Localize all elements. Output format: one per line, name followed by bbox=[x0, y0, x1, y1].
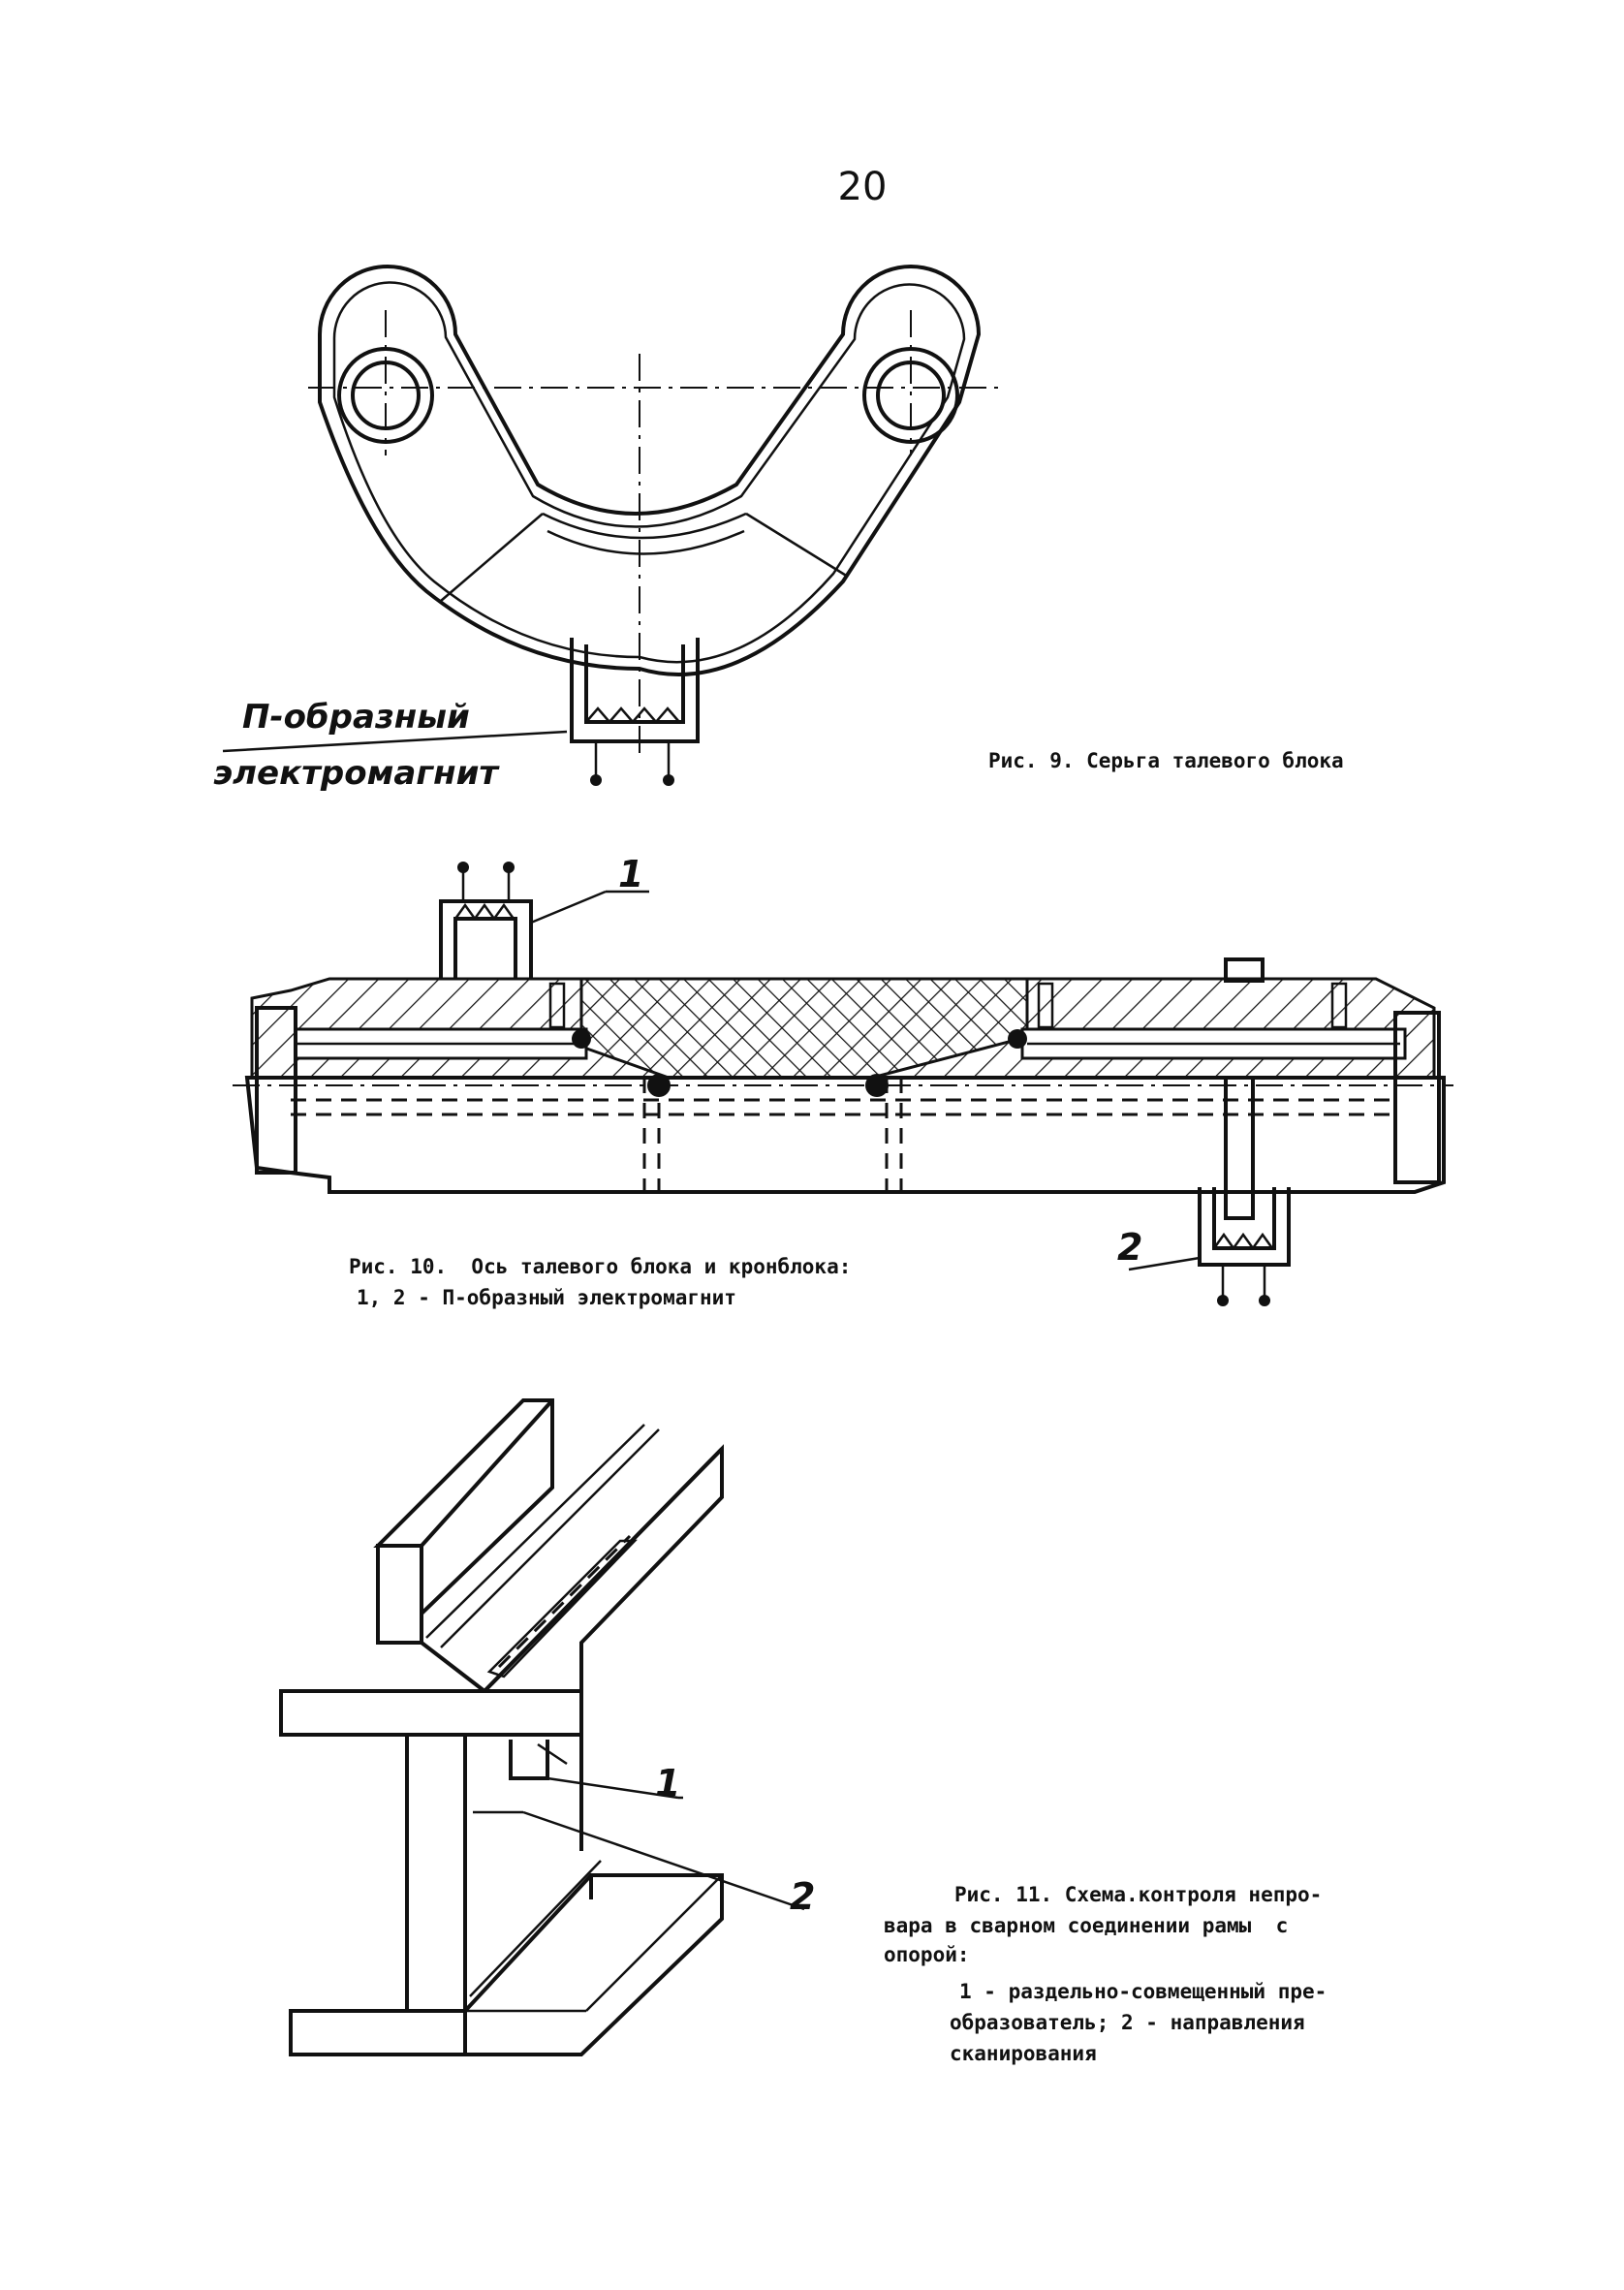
fig10-caption-line1: Рис. 10. Ось талевого блока и кронблока: bbox=[349, 1255, 852, 1278]
fig11-callout-2: 2 bbox=[790, 1875, 816, 1918]
fig11-caption-line2: вара в сварном соединении рамы с bbox=[884, 1914, 1289, 1937]
fig10-caption-line2: 1, 2 - П-образный электромагнит bbox=[357, 1286, 736, 1309]
fig10-electromagnet-1 bbox=[439, 862, 649, 979]
fig11-caption-line6: сканирования bbox=[950, 2042, 1097, 2065]
fig11-caption-line3: опорой: bbox=[884, 1943, 970, 1966]
fig11-callout-1: 1 bbox=[655, 1762, 681, 1804]
fig10-callout-2: 2 bbox=[1117, 1226, 1143, 1269]
fig10-callout-1: 1 bbox=[618, 853, 644, 895]
fig11-caption-line4: 1 - раздельно-совмещенный пре- bbox=[959, 1980, 1327, 2003]
fig10-axle bbox=[233, 957, 1453, 1220]
fig9-shackle-body bbox=[308, 265, 998, 756]
fig9-label-line1: П-образный bbox=[242, 698, 470, 737]
fig9-u-electromagnet bbox=[222, 638, 700, 786]
page-number: 20 bbox=[837, 165, 888, 209]
fig11-beam bbox=[279, 1398, 805, 2056]
fig9-caption: Рис. 9. Серьга талевого блока bbox=[988, 749, 1344, 772]
fig9-label-line2: электромагнит bbox=[213, 754, 499, 793]
fig10-electromagnet-2 bbox=[1128, 1187, 1291, 1306]
fig11-caption-line1: Рис. 11. Схема.контроля непро- bbox=[954, 1883, 1323, 1906]
fig11-caption-line5: образователь; 2 - направления bbox=[950, 2011, 1305, 2034]
